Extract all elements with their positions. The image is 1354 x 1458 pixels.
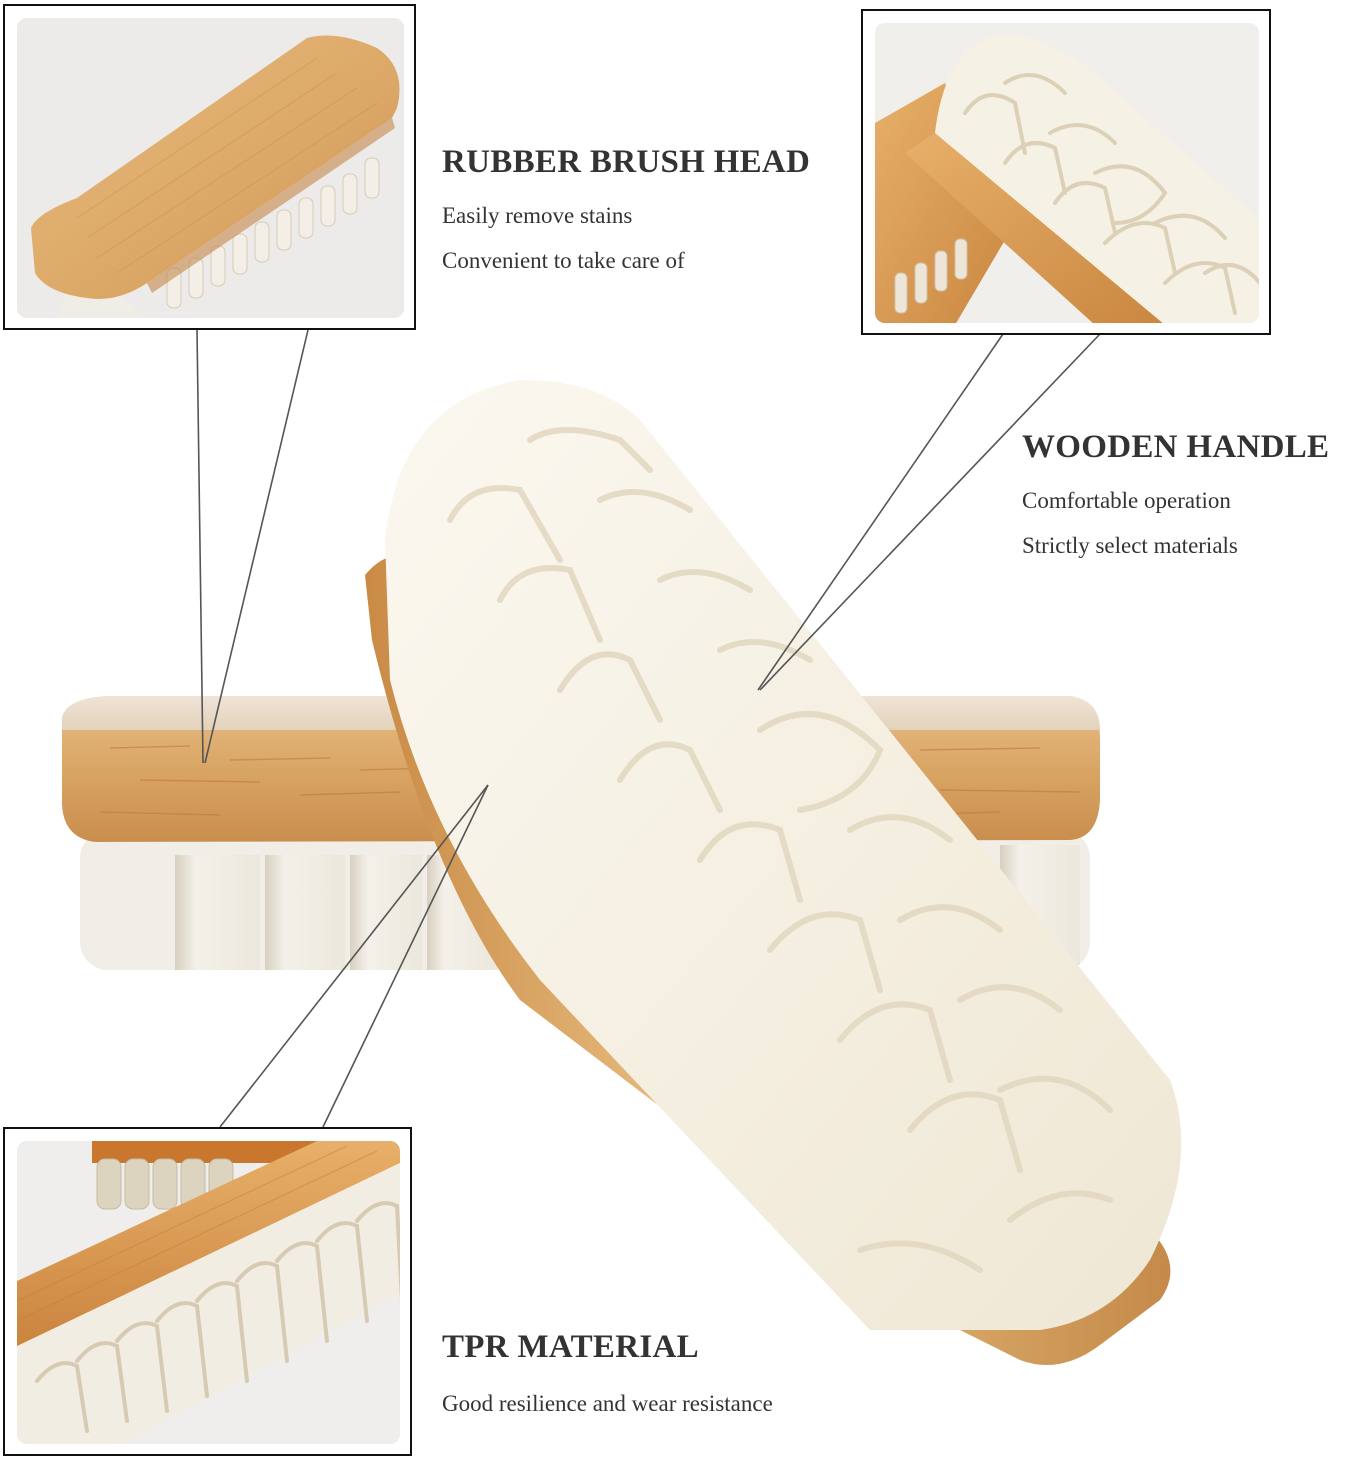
callout-line-tpr-a [219,784,489,1128]
feature-line: Comfortable operation [1022,488,1231,513]
callout-line-rubber-head-a [196,329,204,764]
rubber-head-closeup-photo [875,23,1259,323]
front-brush-handle [365,555,1171,1365]
feature-line: Strictly select materials [1022,533,1238,558]
wooden-brush-top-photo [17,18,404,318]
top-right-inset [861,9,1271,335]
feature-rubber-brush-head: RUBBER BRUSH HEAD Easily remove stains C… [442,144,811,273]
callout-line-wooden-handle-a [757,333,1004,691]
bottom-left-inset [3,1127,412,1456]
tpr-bristles-closeup-photo [17,1141,400,1444]
feature-line: Easily remove stains [442,203,633,228]
top-left-inset [3,4,416,330]
feature-title: WOODEN HANDLE [1022,429,1330,465]
feature-title: RUBBER BRUSH HEAD [442,144,811,180]
feature-line: Good resilience and wear resistance [442,1391,773,1416]
back-brush-handle [62,696,1100,842]
feature-wooden-handle: WOODEN HANDLE Comfortable operation Stri… [1022,429,1330,558]
feature-line: Convenient to take care of [442,248,685,273]
feature-title: TPR MATERIAL [442,1329,699,1365]
callout-line-tpr-b [322,784,489,1128]
callout-lines [196,329,1101,1128]
feature-tpr-material: TPR MATERIAL Good resilience and wear re… [442,1329,773,1416]
callout-line-rubber-head-b [204,329,309,764]
back-brush-bristles [80,830,1090,970]
